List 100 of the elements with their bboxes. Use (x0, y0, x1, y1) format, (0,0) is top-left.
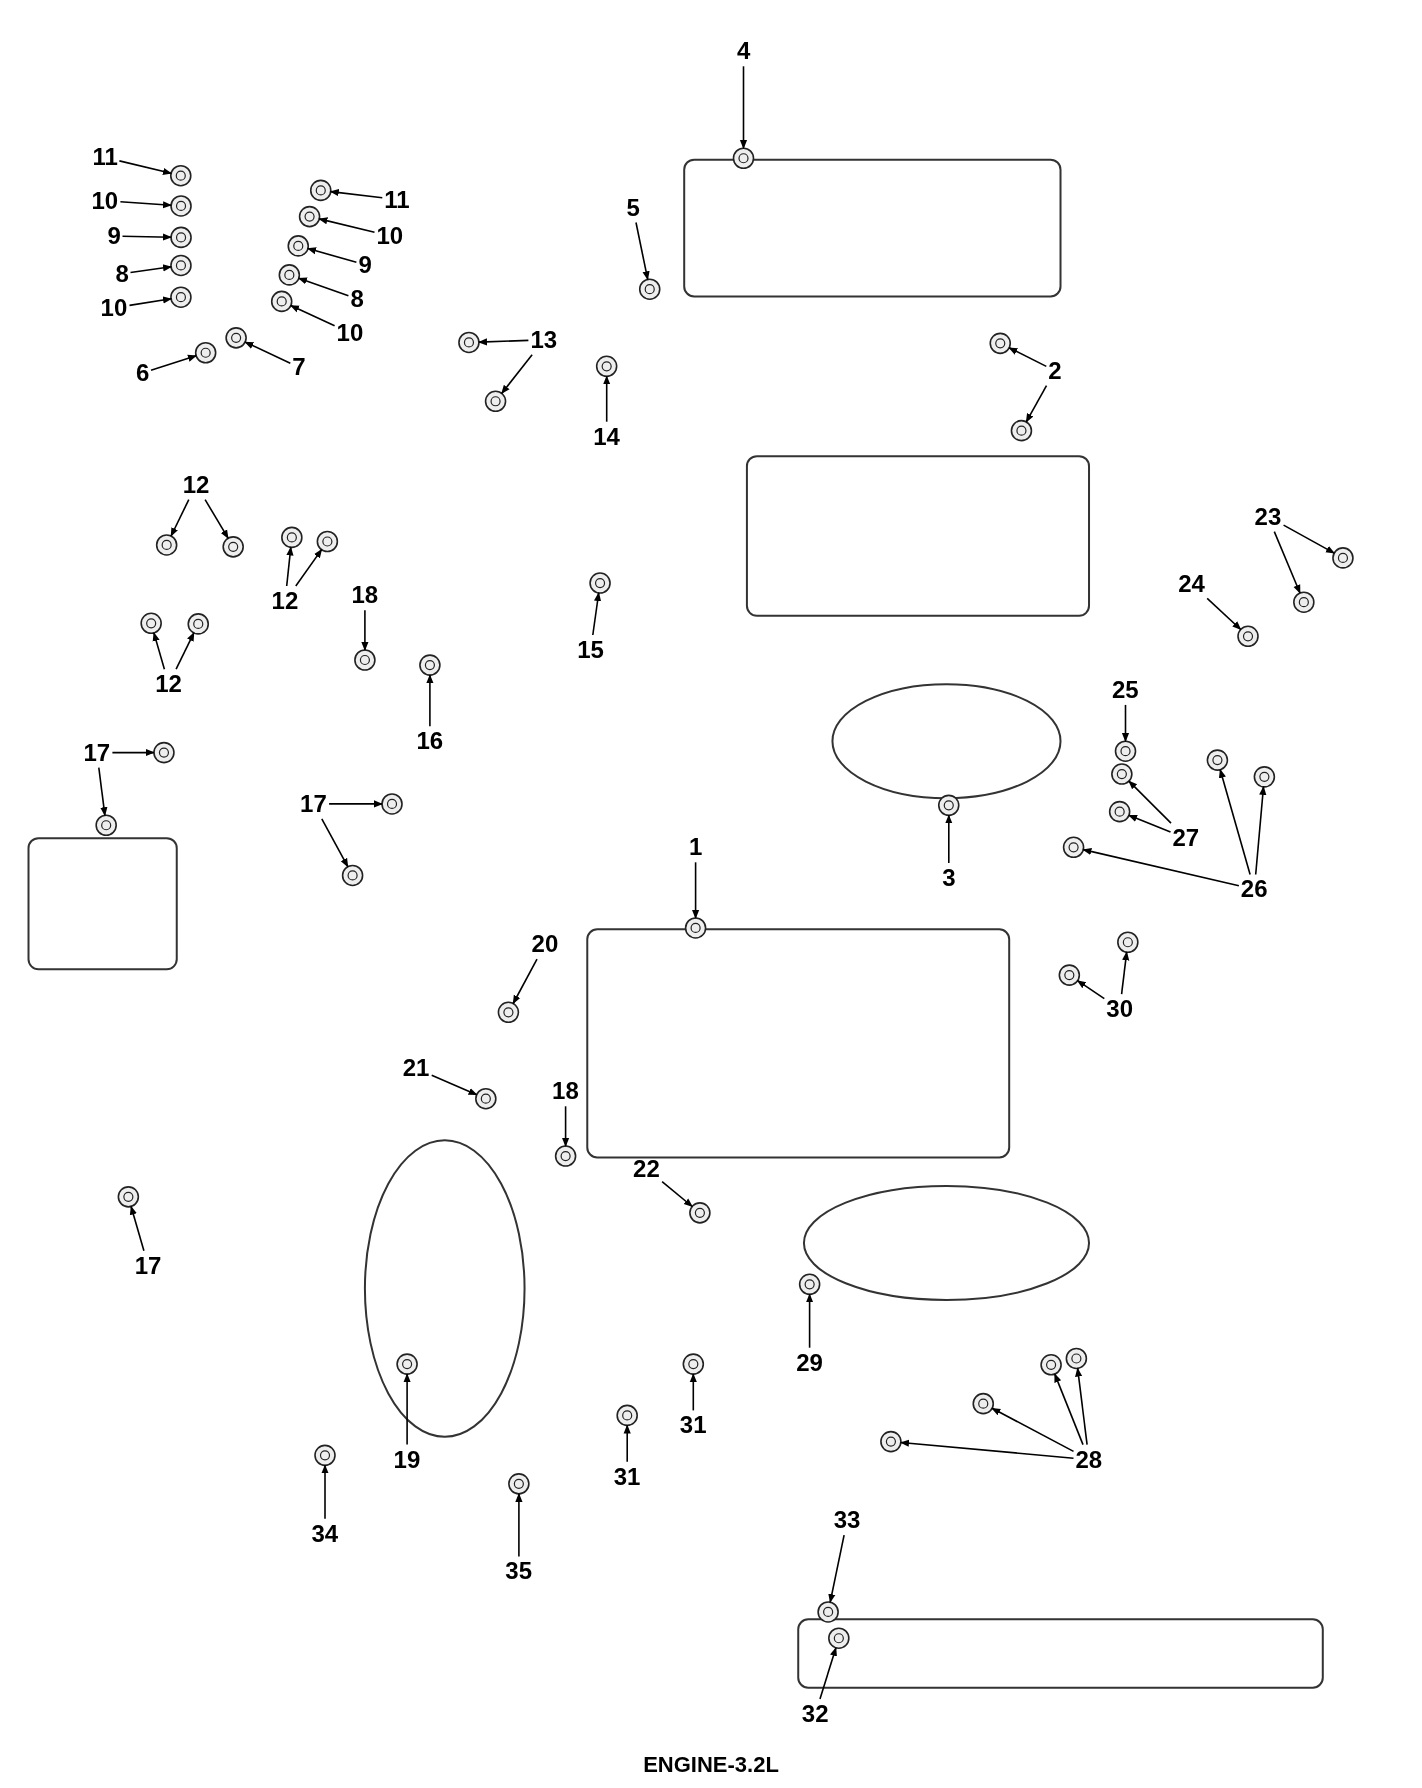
callout-number: 31 (679, 1412, 707, 1439)
part-drawing (554, 1145, 577, 1167)
leader-line (1128, 780, 1172, 824)
leader-line (318, 217, 376, 234)
part-drawing (354, 649, 376, 671)
callout-number: 2 (1048, 357, 1062, 384)
leader-line (111, 749, 155, 757)
part-drawing (689, 1202, 711, 1224)
leader-line (500, 354, 533, 395)
callout-number: 18 (351, 582, 379, 609)
part-drawing (170, 254, 192, 277)
leader-line (1075, 1367, 1088, 1446)
part-drawing (396, 1353, 418, 1375)
leader-line (128, 296, 172, 307)
callout-number: 35 (505, 1558, 533, 1585)
leader-line (290, 304, 336, 327)
part-drawing (937, 794, 960, 817)
callout-number: 12 (182, 471, 210, 498)
part-drawing (458, 331, 480, 354)
callout-number: 32 (801, 1700, 829, 1727)
callout-number: 30 (1106, 996, 1133, 1023)
leader-line (692, 861, 700, 919)
part-drawing (1237, 625, 1259, 648)
part-drawing (95, 814, 117, 837)
callout-number: 28 (1075, 1446, 1103, 1473)
callout-number: 23 (1254, 503, 1282, 530)
part-drawing (153, 741, 175, 764)
callout-number: 3 (942, 865, 956, 892)
part-drawing (155, 534, 178, 556)
callout-number: 17 (83, 739, 111, 766)
leader-line (635, 221, 650, 281)
leader-line (1206, 597, 1242, 631)
part-drawing (1253, 766, 1276, 788)
leader-line (1054, 1373, 1084, 1446)
part-drawing (1108, 800, 1131, 823)
leader-line (329, 189, 384, 199)
callout-number: 10 (91, 187, 119, 214)
callout-number: 10 (100, 294, 128, 321)
part-drawing (281, 526, 303, 549)
callout-number: 14 (593, 423, 620, 450)
leader-line (321, 818, 349, 868)
leader-line (119, 201, 172, 209)
callout-number: 16 (416, 728, 444, 755)
leader-line (1082, 847, 1240, 887)
part-drawing (298, 205, 321, 228)
part-drawing (1293, 591, 1315, 613)
callout-number: 9 (107, 223, 121, 250)
leader-line (321, 1464, 329, 1520)
leader-line (991, 1407, 1075, 1453)
leader-line (478, 338, 530, 346)
leader-line (426, 674, 434, 727)
part-drawing (170, 195, 192, 217)
callout-number: 19 (393, 1446, 421, 1473)
leader-line (307, 247, 358, 263)
part-drawing (1040, 1354, 1062, 1376)
part-drawing (314, 1444, 336, 1467)
callout-number: 4 (737, 38, 751, 65)
part-drawing (616, 1404, 638, 1427)
callout-number: 10 (336, 319, 364, 346)
leader-line (1076, 979, 1106, 1000)
part-drawing (140, 612, 162, 635)
leader-line (1273, 530, 1301, 594)
leader-line (689, 1373, 697, 1412)
leader-line (1121, 704, 1130, 743)
leader-line (1008, 347, 1048, 368)
part-drawing (117, 1186, 140, 1208)
leader-line (295, 548, 323, 587)
part-drawing (1206, 749, 1229, 771)
leader-line (819, 1646, 837, 1700)
part-drawing (595, 355, 618, 378)
part-drawing (497, 1001, 520, 1024)
part-drawing (187, 613, 210, 635)
leader-line (204, 498, 229, 539)
leader-line (512, 958, 538, 1005)
callout-number: 7 (292, 354, 306, 381)
callout-number: 12 (155, 671, 182, 698)
callout-number: 15 (577, 637, 604, 663)
leader-line (152, 632, 166, 670)
part-drawing (270, 290, 293, 313)
part-drawing (828, 1627, 850, 1650)
part-drawing (1062, 836, 1085, 859)
leader-line (175, 632, 195, 670)
callout-number: 6 (136, 359, 150, 386)
callout-number: 29 (796, 1349, 823, 1376)
part-drawing (381, 793, 403, 815)
leader-line (828, 1534, 845, 1604)
part-drawing (989, 332, 1012, 355)
leader-line (430, 1074, 478, 1096)
part-drawing (170, 226, 192, 249)
leader-line (129, 264, 172, 274)
leader-line (603, 375, 611, 423)
leader-line (592, 592, 602, 636)
callout-number: 11 (384, 186, 410, 213)
part-drawing (798, 1273, 821, 1296)
part-drawing (316, 530, 339, 553)
part-drawing (419, 654, 441, 676)
leader-line (1025, 384, 1048, 423)
leader-line (1128, 814, 1172, 833)
callout-number: 31 (613, 1463, 641, 1490)
part-drawing (278, 264, 301, 286)
